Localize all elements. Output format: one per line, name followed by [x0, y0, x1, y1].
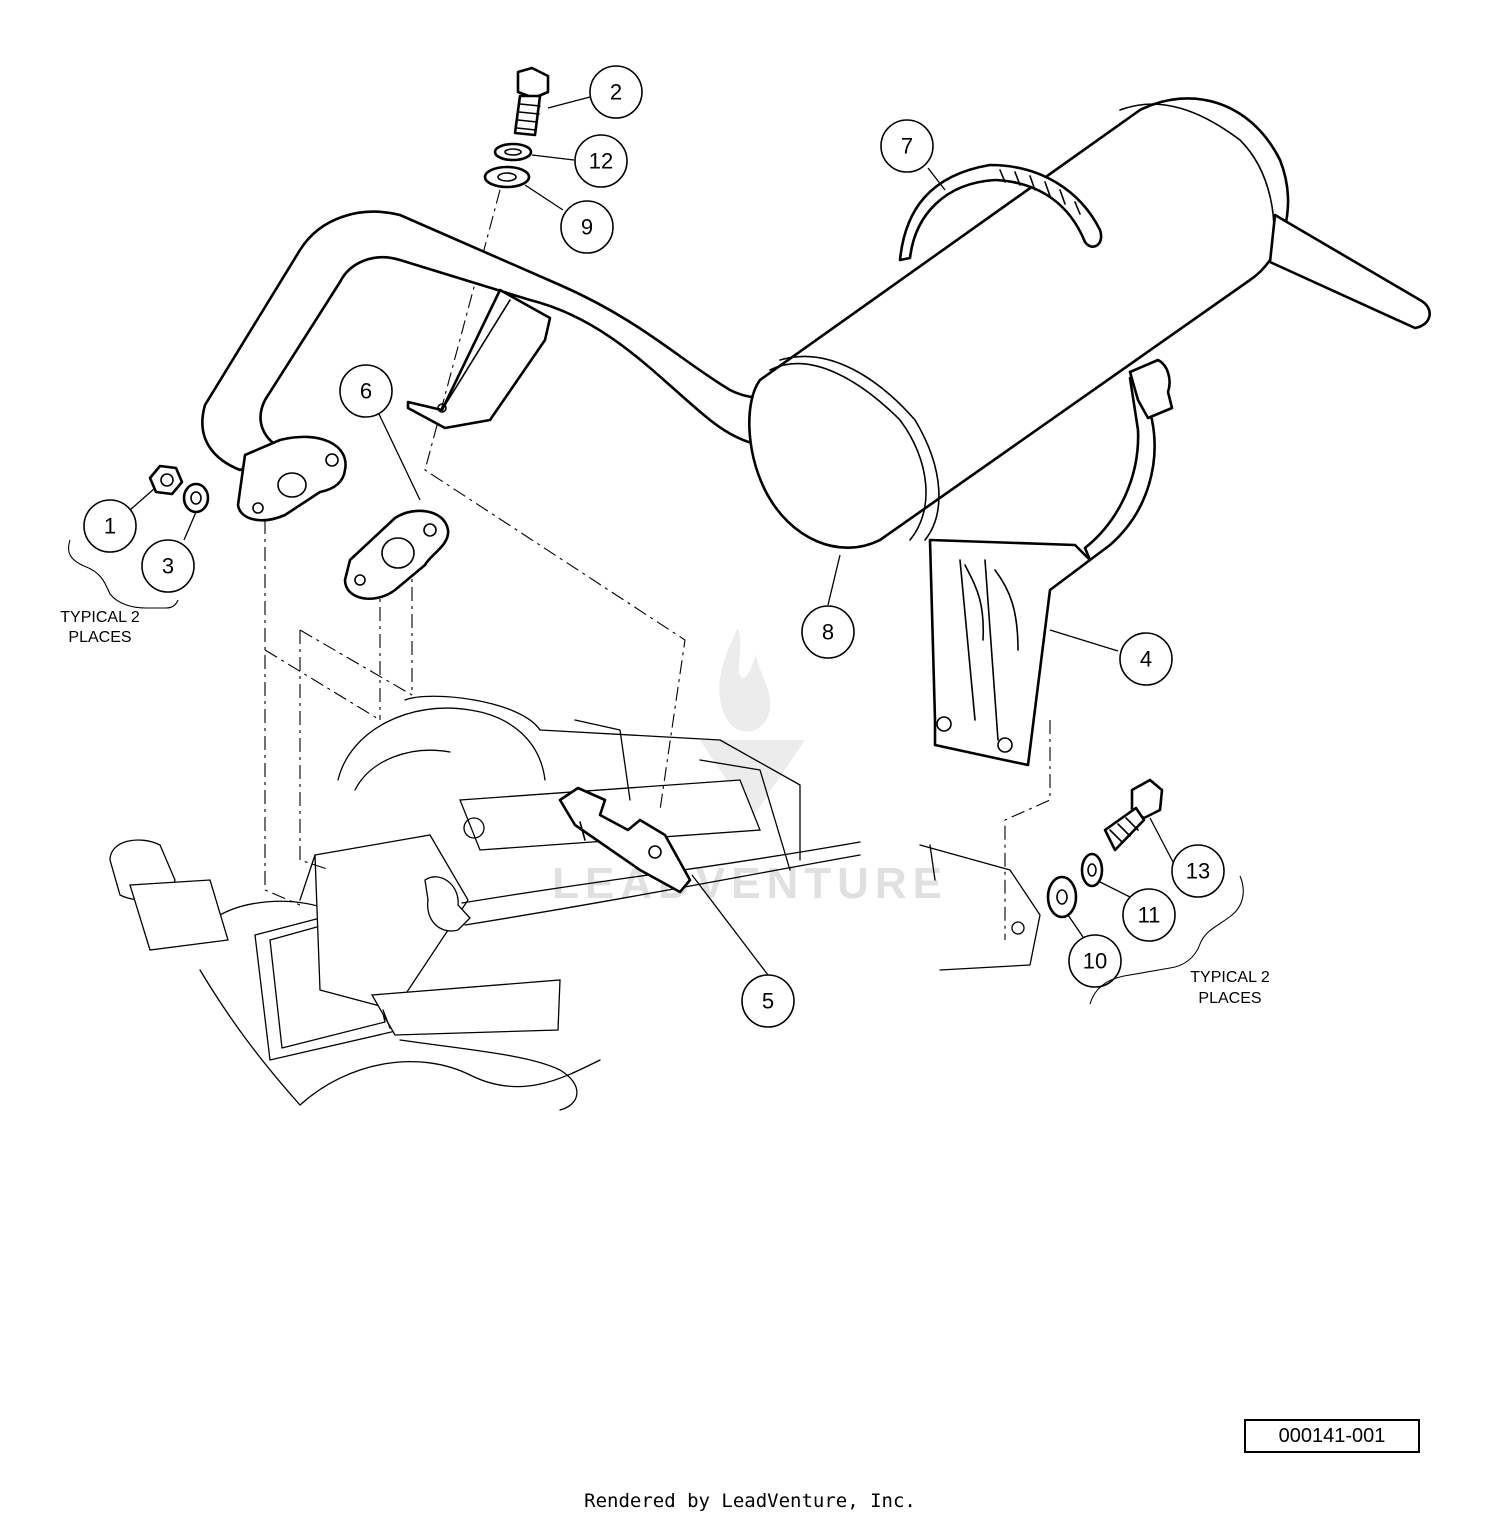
callout-5: 5 — [741, 974, 795, 1028]
muffler-mount-bracket — [928, 538, 1092, 767]
svg-text:1: 1 — [104, 514, 116, 539]
svg-text:10: 10 — [1083, 949, 1107, 974]
svg-text:11: 11 — [1138, 903, 1161, 928]
svg-text:3: 3 — [162, 554, 174, 579]
callout-11: 11 — [1122, 888, 1176, 942]
note-left-line1: TYPICAL 2 — [60, 609, 140, 626]
svg-text:4: 4 — [1140, 647, 1152, 672]
callout-9: 9 — [560, 200, 614, 254]
callout-10: 10 — [1068, 934, 1122, 988]
callout-7: 7 — [880, 119, 934, 173]
flat-washer-10 — [1046, 875, 1078, 919]
engine-assembly — [109, 695, 1041, 1111]
callout-2: 2 — [589, 65, 643, 119]
svg-text:6: 6 — [360, 379, 372, 404]
typical-2-places-note-right: TYPICAL 2 PLACES — [1089, 875, 1270, 1007]
note-right-line1: TYPICAL 2 — [1190, 969, 1270, 986]
note-left-line2: PLACES — [68, 629, 131, 646]
mounting-plate — [558, 786, 692, 894]
drawing-number-box: 000141-001 — [1244, 1419, 1420, 1453]
svg-text:7: 7 — [901, 134, 913, 159]
callout-1: 1 — [83, 499, 137, 553]
leader-lines — [129, 96, 1174, 976]
flat-washer-9 — [483, 165, 531, 189]
pipe-hanger-bracket — [406, 288, 552, 430]
lock-washer-3 — [182, 482, 210, 514]
svg-text:12: 12 — [589, 149, 613, 174]
lock-washer-11 — [1080, 852, 1104, 888]
svg-text:2: 2 — [610, 80, 622, 105]
svg-text:8: 8 — [822, 620, 834, 645]
svg-text:5: 5 — [762, 989, 774, 1014]
typical-2-places-note-left: TYPICAL 2 PLACES — [60, 539, 179, 646]
callout-13: 13 — [1171, 844, 1225, 898]
exhaust-flange — [236, 435, 347, 522]
lock-washer-12 — [493, 142, 533, 162]
note-right-line2: PLACES — [1198, 990, 1261, 1007]
leadventure-watermark-logo: LEADVENTURE — [552, 628, 948, 908]
assembly-guide-lines — [264, 189, 1051, 940]
svg-text:9: 9 — [581, 215, 593, 240]
muffler — [748, 97, 1431, 549]
callout-3: 3 — [141, 539, 195, 593]
nut-1 — [148, 464, 184, 496]
svg-text:13: 13 — [1186, 859, 1210, 884]
exhaust-gasket — [343, 509, 450, 600]
bolt-13 — [1103, 778, 1164, 852]
watermark-text: LEADVENTURE — [552, 859, 948, 908]
callout-12: 12 — [574, 134, 628, 188]
callout-4: 4 — [1119, 632, 1173, 686]
footer-credit: Rendered by LeadVenture, Inc. — [584, 1490, 916, 1512]
callout-8: 8 — [801, 605, 855, 659]
callout-6: 6 — [339, 364, 393, 418]
bolt-2 — [513, 66, 550, 137]
